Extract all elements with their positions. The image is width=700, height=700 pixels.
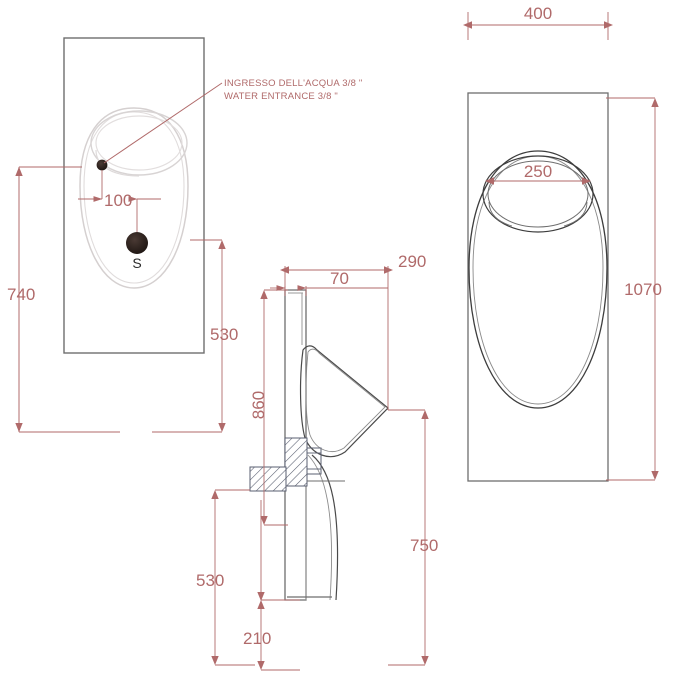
wall-bracket-horizontal bbox=[249, 466, 287, 492]
side-apron-outer bbox=[311, 454, 339, 601]
dimension-side-530: 530 bbox=[196, 489, 255, 666]
dimension-front-740-label: 740 bbox=[7, 285, 35, 304]
side-bowl-inner-profile bbox=[305, 348, 386, 452]
front-elevation-view: S INGRESSO DELL'ACQUA 3/8 " WATER ENTRAN… bbox=[7, 37, 362, 433]
dimension-front-740: 740 bbox=[7, 166, 120, 433]
dimension-side-290: 290 bbox=[280, 252, 426, 410]
side-section-view: 70 290 860 530 bbox=[196, 252, 438, 671]
side-bowl-profile bbox=[299, 345, 389, 458]
dimension-front-530-label: 530 bbox=[210, 325, 238, 344]
front-rim-sweep bbox=[95, 149, 140, 177]
side-apron-inner bbox=[307, 454, 332, 601]
dimension-front-100: 100 bbox=[78, 170, 161, 232]
plan-rim-outer bbox=[482, 155, 594, 233]
dimension-side-860: 860 bbox=[249, 289, 288, 526]
water-entrance-note-en: WATER ENTRANCE 3/8 " bbox=[224, 91, 338, 102]
dimension-front-530: 530 bbox=[152, 239, 238, 433]
dimension-plan-400-label: 400 bbox=[524, 4, 552, 23]
plan-rim-sweep-left bbox=[488, 201, 513, 227]
dimension-plan-1070: 1070 bbox=[606, 97, 662, 481]
dimension-plan-1070-label: 1070 bbox=[624, 280, 662, 299]
dimension-side-210-label: 210 bbox=[243, 629, 271, 648]
drain-outlet-point bbox=[126, 232, 148, 254]
front-rim-outer bbox=[90, 110, 188, 176]
water-entrance-leader bbox=[103, 82, 223, 164]
wall-bracket-vertical bbox=[284, 437, 308, 487]
front-bowl-outline bbox=[79, 107, 189, 289]
plan-body-inner-outline bbox=[472, 155, 604, 405]
dimension-side-750: 750 bbox=[388, 409, 438, 666]
plan-rim-sweep-right bbox=[563, 201, 588, 227]
front-rim-inner bbox=[95, 115, 183, 171]
plan-body-outline bbox=[468, 150, 608, 409]
dimension-plan-400: 400 bbox=[463, 4, 613, 40]
dimension-front-100-label: 100 bbox=[104, 191, 132, 210]
drain-label: S bbox=[132, 255, 141, 271]
dimension-side-70-label: 70 bbox=[330, 269, 349, 288]
front-wall-panel bbox=[63, 37, 205, 354]
dimension-plan-250: 250 bbox=[485, 162, 591, 185]
dimension-side-530-label: 530 bbox=[196, 571, 224, 590]
dimension-side-750-label: 750 bbox=[410, 536, 438, 555]
bracket-fixing-block bbox=[306, 447, 322, 475]
plan-rim-inner bbox=[487, 160, 589, 228]
plan-wall-panel bbox=[467, 92, 609, 482]
dimension-side-290-label: 290 bbox=[398, 252, 426, 271]
water-entrance-note-it: INGRESSO DELL'ACQUA 3/8 " bbox=[224, 78, 362, 89]
plan-view: 400 250 1070 bbox=[463, 4, 662, 482]
dimension-side-860-label: 860 bbox=[249, 391, 268, 419]
dimension-side-210: 210 bbox=[243, 500, 300, 671]
dimension-plan-250-label: 250 bbox=[524, 162, 552, 181]
